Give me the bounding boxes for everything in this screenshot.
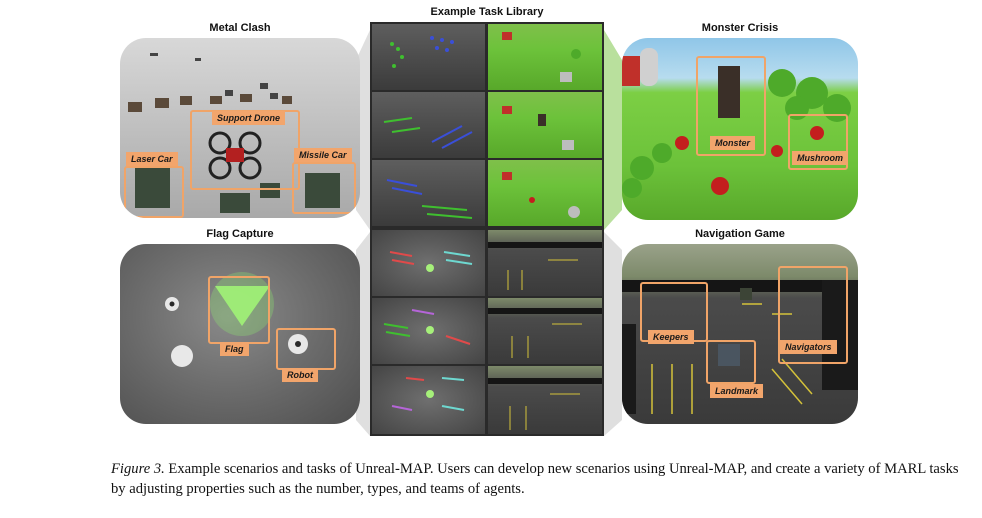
metal-clash-art (128, 53, 340, 213)
library-tile (488, 230, 602, 296)
metal-clash-title: Metal Clash (209, 22, 271, 34)
laser-car-label: Laser Car (126, 152, 178, 166)
caption-text: Example scenarios and tasks of Unreal-MA… (111, 461, 959, 497)
navigation-game-title: Navigation Game (695, 228, 785, 240)
task-library-grid (370, 22, 604, 436)
library-tile (372, 24, 485, 90)
library-tile (372, 92, 485, 158)
monster-crisis-scene: Monster Mushroom (622, 38, 858, 220)
figure-label: Figure 3. (111, 461, 165, 477)
library-title: Example Task Library (430, 6, 544, 18)
library-tile (372, 160, 485, 226)
monster-crisis-art (622, 48, 851, 198)
library-tile (488, 92, 602, 158)
library-tile (372, 298, 485, 364)
library-tile (488, 24, 602, 90)
figure-caption: Figure 3. Example scenarios and tasks of… (111, 459, 971, 499)
library-tile (372, 230, 485, 296)
mushroom-label: Mushroom (792, 151, 848, 165)
library-tile (488, 298, 602, 364)
robot-label: Robot (282, 368, 318, 382)
flag-label: Flag (220, 342, 249, 356)
support-drone-label: Support Drone (212, 111, 285, 125)
flag-capture-art (165, 272, 308, 367)
library-tile (488, 366, 602, 434)
monster-label: Monster (710, 136, 756, 150)
flag-capture-scene: Flag Robot (120, 244, 360, 424)
navigation-game-art (622, 280, 858, 414)
flag-capture-title: Flag Capture (206, 228, 274, 240)
navigation-game-scene: Keepers Navigators Landmark (622, 244, 858, 424)
monster-crisis-title: Monster Crisis (701, 22, 779, 34)
library-tile (372, 366, 485, 434)
keepers-label: Keepers (648, 330, 694, 344)
navigators-label: Navigators (780, 340, 837, 354)
metal-clash-scene: Support Drone Laser Car Missile Car (120, 38, 360, 218)
missile-car-label: Missile Car (294, 148, 352, 162)
landmark-label: Landmark (710, 384, 764, 398)
library-tile (488, 160, 602, 226)
